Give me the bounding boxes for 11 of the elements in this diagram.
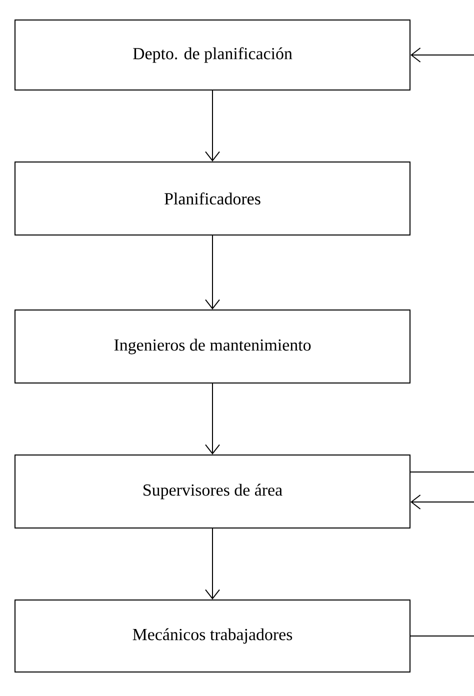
arrow	[205, 90, 220, 162]
arrow	[205, 528, 220, 600]
arrow	[410, 48, 474, 62]
arrow	[205, 383, 220, 454]
process-box: Depto. de planificación	[14, 20, 410, 90]
process-box: Planificadores	[14, 162, 410, 236]
arrow	[410, 494, 474, 510]
process-box: Supervisores de área	[14, 454, 410, 528]
process-box: Ingenieros de mantenimiento	[14, 310, 410, 384]
process-box: Mecánicos trabajadores	[14, 600, 410, 672]
arrow	[205, 235, 220, 310]
